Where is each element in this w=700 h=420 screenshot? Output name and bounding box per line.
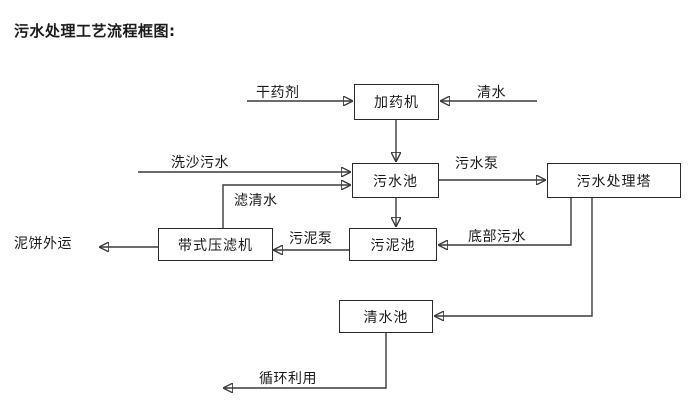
- label-sewage-pump: 污水泵: [455, 156, 499, 172]
- node-dosing-machine[interactable]: 加药机: [354, 84, 439, 120]
- label-clean-water-input: 清水: [477, 85, 506, 101]
- page-title: 污水处理工艺流程框图:: [14, 22, 176, 40]
- node-belt-filter-press[interactable]: 带式压滤机: [158, 228, 273, 261]
- node-clean-water-pool[interactable]: 清水池: [339, 300, 433, 333]
- label-recycle-use: 循环利用: [259, 371, 317, 387]
- node-belt-filter-press-label: 带式压滤机: [178, 237, 253, 254]
- node-sewage-pool[interactable]: 污水池: [352, 163, 439, 198]
- label-filtered-clear-water: 滤清水: [234, 193, 278, 209]
- node-sludge-pool[interactable]: 污泥池: [349, 228, 437, 261]
- node-sewage-pool-label: 污水池: [373, 173, 418, 190]
- label-sand-wash-sewage: 洗沙污水: [171, 155, 229, 171]
- node-dosing-machine-label: 加药机: [374, 95, 419, 111]
- node-clean-water-pool-label: 清水池: [363, 309, 409, 326]
- label-bottom-sewage: 底部污水: [468, 229, 526, 245]
- node-treatment-tower[interactable]: 污水处理塔: [547, 163, 681, 198]
- edge-tower-to-clean-water-pool: [435, 197, 593, 316]
- label-sludge-pump: 污泥泵: [289, 231, 333, 247]
- label-dry-chemical: 干药剂: [256, 85, 300, 101]
- node-treatment-tower-label: 污水处理塔: [576, 173, 652, 190]
- label-mud-cake-out: 泥饼外运: [14, 236, 72, 252]
- node-sludge-pool-label: 污泥池: [370, 237, 416, 254]
